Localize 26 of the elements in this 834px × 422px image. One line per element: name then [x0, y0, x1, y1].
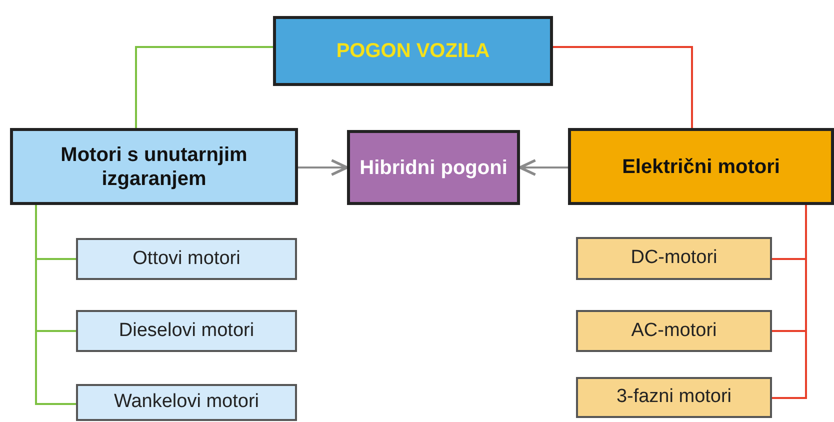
- node-label: 3-fazni motori: [615, 386, 733, 409]
- item-box: [76, 384, 297, 421]
- connector-line: [35, 205, 76, 405]
- arrow: [298, 158, 348, 176]
- item-box: [576, 377, 772, 418]
- connector-line: [772, 205, 807, 399]
- node-label: AC-motori: [630, 320, 718, 342]
- node-label: Motori s unutarnjim izgaranjem: [60, 142, 248, 190]
- node-label: Električni motori: [621, 154, 781, 178]
- node-label: Hibridni pogoni: [358, 156, 508, 180]
- arrow: [518, 158, 568, 176]
- node-label: Dieselovi motori: [118, 320, 256, 342]
- connector-line: [553, 46, 693, 128]
- node-label: POGON VOZILA: [335, 39, 491, 63]
- category-box: [347, 130, 520, 205]
- item-box: [576, 310, 772, 352]
- item-box: [76, 238, 297, 280]
- item-box: [76, 310, 297, 352]
- title-box: [273, 16, 553, 86]
- node-label: Ottovi motori: [132, 248, 242, 270]
- node-label: Wankelovi motori: [112, 391, 260, 414]
- connector-line: [135, 46, 273, 128]
- category-box: [568, 128, 834, 205]
- node-label: DC-motori: [630, 247, 718, 270]
- category-box: [10, 128, 298, 205]
- item-box: [576, 237, 772, 280]
